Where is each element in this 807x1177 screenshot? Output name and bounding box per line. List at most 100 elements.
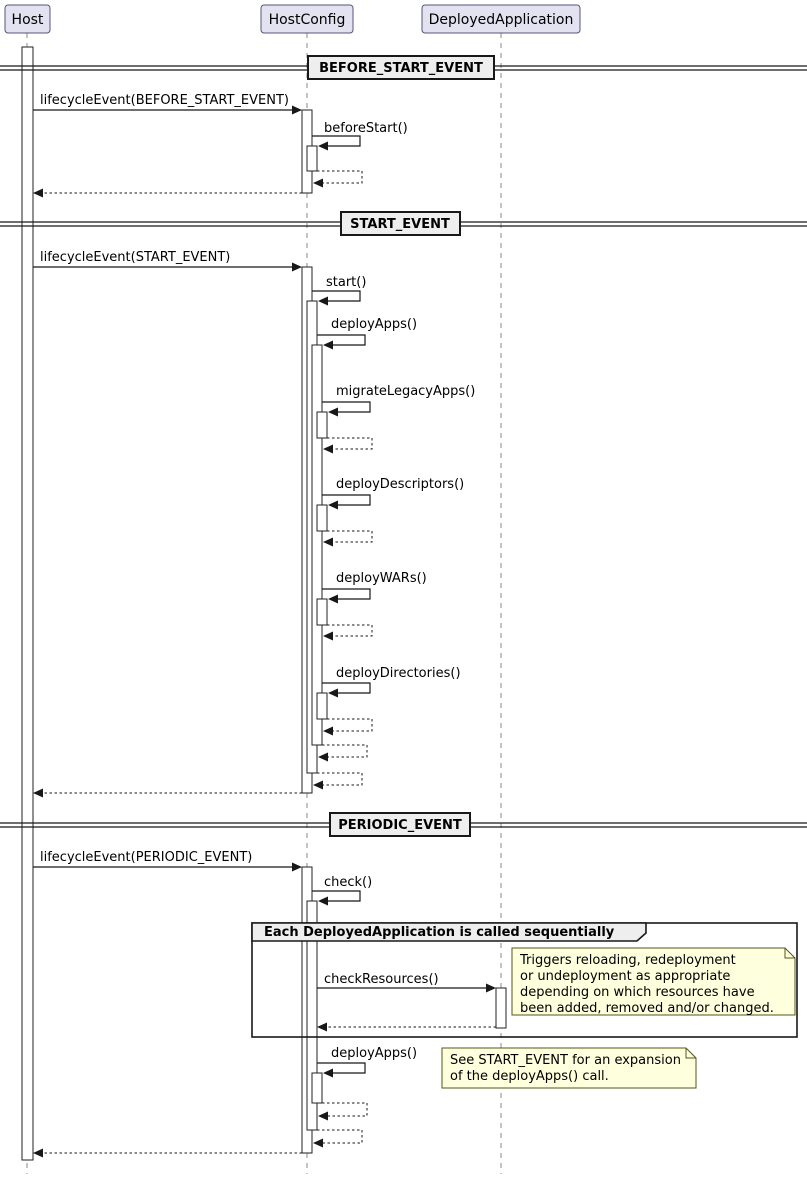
arrowhead-left-icon: [323, 1068, 333, 1078]
return-deployapps-periodic-selfreturn: [322, 1102, 368, 1117]
message-start-selfcall: [312, 290, 361, 302]
divider-before-start-event-label: BEFORE_START_EVENT: [319, 61, 483, 76]
return-deployapps-selfreturn: [322, 744, 368, 758]
message-deployapps-periodic-selfcall: [317, 1062, 366, 1074]
group-frame: Each DeployedApplication is called seque…: [251, 922, 798, 1038]
arrowhead-left-icon: [33, 788, 43, 798]
hostconfig-activation-migratelegacyapps-call: [316, 411, 328, 439]
message-checkresources-label: checkResources(): [324, 972, 439, 987]
hostconfig-activation-check-call: [306, 900, 318, 1131]
return-deploydirectories-selfreturn: [327, 718, 373, 732]
section-start-event: lifecycleEvent(START_EVENT) start() depl…: [33, 250, 475, 798]
note-check-resources-line2: or undeployment as appropriate: [520, 969, 730, 984]
arrowhead-left-icon: [313, 780, 323, 790]
group-frame-title: Each DeployedApplication is called seque…: [264, 925, 615, 940]
message-deploywars-selfcall: [322, 588, 371, 600]
participant-deployedapplication-box: [421, 4, 581, 34]
return-deploydescriptors-selfreturn: [327, 530, 373, 543]
divider-periodic-event: [329, 812, 471, 837]
group-frame-header: [251, 922, 647, 942]
section-periodic-event: lifecycleEvent(PERIODIC_EVENT) check() c…: [33, 850, 496, 1158]
note-check-resources-line3: depending on which resources have: [520, 985, 755, 1000]
arrowhead-left-icon: [318, 1111, 328, 1121]
arrowhead-right-icon: [292, 105, 302, 115]
hostconfig-activation-deployapps-periodic-call: [311, 1072, 323, 1104]
arrowhead-left-icon: [323, 726, 333, 736]
note-check-resources: [511, 947, 796, 1016]
participant-hostconfig-box: [260, 4, 354, 34]
hostconfig-activation-deployapps-call: [311, 344, 323, 746]
note-deploy-apps-fold-icon: [685, 1048, 696, 1059]
hostconfig-activation-beforestart-call: [306, 145, 318, 172]
host-activation-bar: [21, 46, 34, 1161]
activation-bars: [21, 46, 507, 1161]
arrowhead-left-icon: [328, 594, 338, 604]
note-deploy-apps-line2: of the deployApps() call.: [450, 1069, 609, 1084]
note-deploy-apps: [441, 1047, 697, 1089]
note-check-resources-fold-icon: [784, 948, 795, 959]
note-check-resources-line4: been added, removed and/or changed.: [520, 1001, 774, 1016]
message-deploydirectories-selfcall: [322, 682, 371, 694]
message-deploywars-label: deployWARs(): [336, 571, 427, 586]
divider-before-start-event: [307, 55, 495, 80]
arrowhead-left-icon: [328, 688, 338, 698]
arrowhead-left-icon: [323, 340, 333, 350]
message-beforestart-label: beforeStart(): [324, 121, 408, 136]
arrowhead-left-icon: [323, 444, 333, 454]
message-lifecycle-start-label: lifecycleEvent(START_EVENT): [40, 250, 230, 265]
notes: Triggers reloading, redeployment or unde…: [441, 947, 796, 1089]
arrowhead-left-icon: [33, 1148, 43, 1158]
participant-host-box: [4, 4, 51, 34]
arrowhead-left-icon: [323, 537, 333, 547]
return-beforestart-selfreturn: [317, 170, 363, 184]
divider-start-event: [340, 211, 461, 236]
participant-hostconfig-label: HostConfig: [269, 12, 346, 28]
section-before-start-event: lifecycleEvent(BEFORE_START_EVENT) befor…: [33, 93, 408, 198]
message-lifecycle-before-start-label: lifecycleEvent(BEFORE_START_EVENT): [40, 93, 289, 108]
arrowhead-left-icon: [318, 141, 328, 151]
divider-start-event-label: START_EVENT: [350, 217, 450, 232]
message-migratelegacyapps-selfcall: [322, 401, 371, 413]
arrowhead-left-icon: [33, 188, 43, 198]
return-check-selfreturn: [317, 1129, 363, 1144]
arrowhead-left-icon: [318, 296, 328, 306]
arrowhead-right-icon: [292, 262, 302, 272]
arrowhead-left-icon: [328, 407, 338, 417]
message-deploydirectories-label: deployDirectories(): [336, 666, 461, 681]
message-beforestart-selfcall: [312, 135, 361, 147]
message-deploydescriptors-label: deployDescriptors(): [336, 477, 464, 492]
message-lifecycle-periodic-label: lifecycleEvent(PERIODIC_EVENT): [40, 850, 252, 865]
dividers: BEFORE_START_EVENT START_EVENT PERIODIC_…: [0, 55, 807, 837]
arrowhead-left-icon: [323, 631, 333, 641]
participants: Host HostConfig DeployedApplication: [4, 4, 581, 34]
arrowhead-right-icon: [292, 862, 302, 872]
arrowhead-left-icon: [318, 752, 328, 762]
message-deployapps-selfcall: [317, 334, 366, 346]
message-deployapps-label: deployApps(): [331, 317, 417, 332]
note-check-resources-line1: Triggers reloading, redeployment: [519, 953, 736, 968]
arrowhead-left-icon: [318, 896, 328, 906]
participant-host-label: Host: [12, 12, 44, 28]
message-migratelegacyapps-label: migrateLegacyApps(): [336, 384, 475, 399]
hostconfig-activation-deploywars-call: [316, 598, 328, 626]
message-check-label: check(): [324, 875, 372, 890]
divider-periodic-event-label: PERIODIC_EVENT: [338, 818, 462, 833]
participant-deployedapplication-label: DeployedApplication: [429, 12, 574, 28]
message-check-selfcall: [312, 890, 361, 902]
arrowhead-left-icon: [313, 178, 323, 188]
hostconfig-activation-deploydirectories-call: [316, 692, 328, 720]
note-deploy-apps-line1: See START_EVENT for an expansion: [450, 1053, 681, 1068]
arrowhead-left-icon: [317, 1022, 327, 1032]
lifelines: [26, 33, 502, 1174]
message-deploydescriptors-selfcall: [322, 494, 371, 506]
return-deploywars-selfreturn: [327, 624, 373, 637]
hostconfig-activation-deploydescriptors-call: [316, 504, 328, 532]
message-start-label: start(): [326, 275, 366, 290]
return-start-selfreturn: [317, 772, 363, 786]
message-deployapps-periodic-label: deployApps(): [331, 1046, 417, 1061]
arrowhead-right-icon: [486, 983, 496, 993]
return-migratelegacyapps-selfreturn: [327, 437, 373, 450]
arrowhead-left-icon: [328, 500, 338, 510]
